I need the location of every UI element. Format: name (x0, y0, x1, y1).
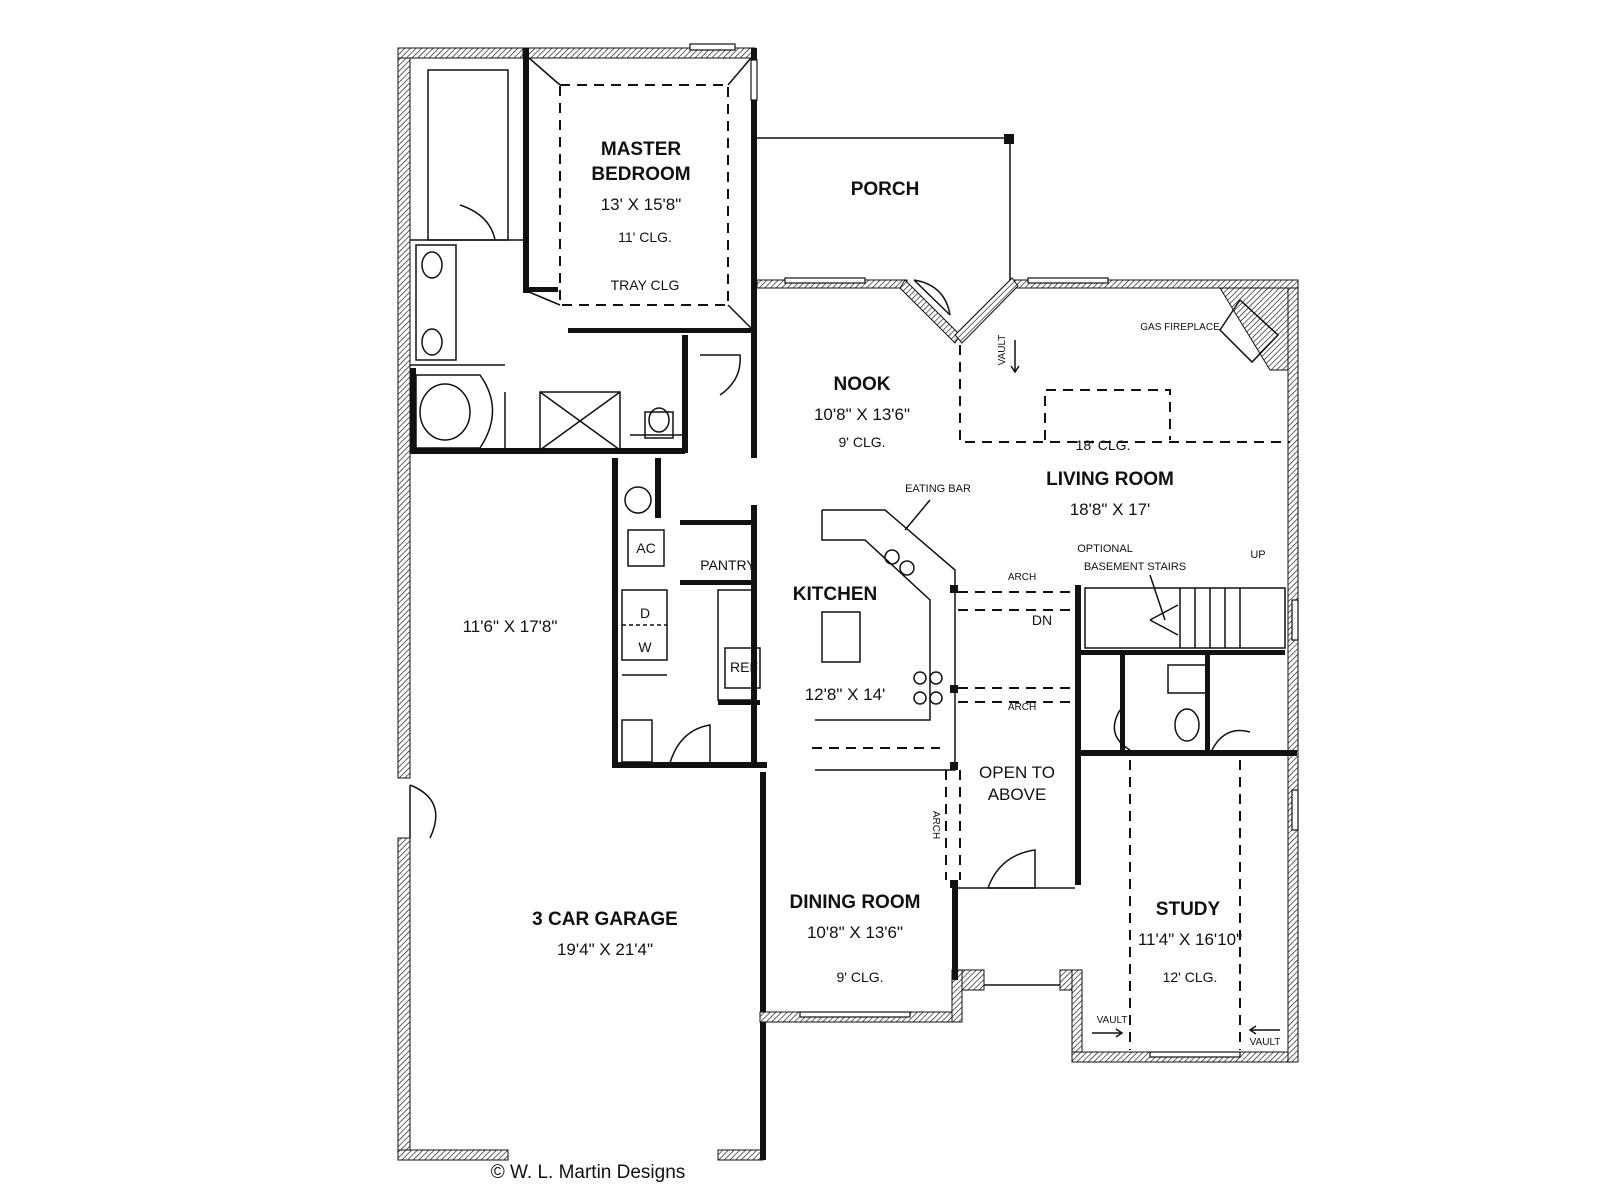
study-size: 11'4" X 16'10" (1138, 930, 1242, 949)
stairs-dn-label: DN (1032, 612, 1052, 628)
exterior-walls (397, 43, 1299, 1161)
optional-stairs-label-1: OPTIONAL (1077, 543, 1133, 555)
copyright-notice: © W. L. Martin Designs (491, 1162, 686, 1183)
living-room-title: LIVING ROOM (1046, 469, 1174, 490)
master-bedroom-ceiling: 11' CLG. (618, 229, 672, 245)
optional-stairs-leader (1149, 574, 1166, 621)
dining-room-title: DINING ROOM (790, 892, 921, 913)
eating-bar-label: EATING BAR (905, 483, 971, 495)
garage-bay-size: 11'6" X 17'8" (463, 617, 558, 636)
master-tray-ceiling (528, 57, 752, 329)
nook-size: 10'8" X 13'6" (814, 405, 910, 424)
interior-walls (410, 48, 1297, 980)
living-room-size: 18'8" X 17' (1070, 500, 1151, 519)
eating-bar-leader (904, 499, 931, 531)
dryer-label: D (640, 605, 650, 621)
vault-arrow-study-left (1092, 1028, 1124, 1038)
porch-title: PORCH (851, 179, 920, 200)
door-swings (409, 204, 1251, 889)
kitchen-size: 12'8" X 14' (805, 685, 886, 704)
ac-label: AC (636, 540, 655, 556)
living-room-ceiling: 18' CLG. (1076, 437, 1131, 453)
garage-size: 19'4" X 21'4" (557, 940, 653, 959)
vault-label-living: VAULT (997, 335, 1008, 366)
open-above-label-2: ABOVE (988, 785, 1047, 804)
study-ceiling: 12' CLG. (1163, 969, 1218, 985)
vault-arrow-living (1010, 340, 1020, 374)
master-bedroom-tray: TRAY CLG (611, 277, 680, 293)
open-above-label-1: OPEN TO (979, 763, 1055, 782)
ref-label: REF (730, 659, 758, 675)
vault-arrow-study-right (1248, 1025, 1280, 1035)
kitchen-title: KITCHEN (793, 584, 877, 605)
master-bedroom-title-2: BEDROOM (591, 164, 690, 185)
study-title: STUDY (1156, 899, 1221, 920)
arch-label-3: ARCH (930, 811, 941, 839)
stairs-up-label: UP (1250, 549, 1265, 561)
nook-title: NOOK (834, 374, 891, 395)
stair-treads (1179, 588, 1241, 648)
nook-ceiling: 9' CLG. (838, 434, 885, 450)
washer-label: W (638, 639, 652, 655)
optional-stairs-label-2: BASEMENT STAIRS (1084, 561, 1186, 573)
vault-label-study-right: VAULT (1250, 1037, 1281, 1048)
arch-label-1: ARCH (1008, 572, 1036, 583)
master-bedroom-size: 13' X 15'8" (601, 195, 682, 214)
vault-label-study-left: VAULT (1097, 1015, 1128, 1026)
garage-title: 3 CAR GARAGE (532, 909, 678, 930)
pantry-label: PANTRY (700, 557, 756, 573)
dining-room-size: 10'8" X 13'6" (807, 923, 903, 942)
gas-fireplace-label: GAS FIREPLACE (1140, 322, 1220, 333)
master-bedroom-title-1: MASTER (601, 139, 682, 160)
arch-label-2: ARCH (1008, 702, 1036, 713)
dining-room-ceiling: 9' CLG. (836, 969, 883, 985)
